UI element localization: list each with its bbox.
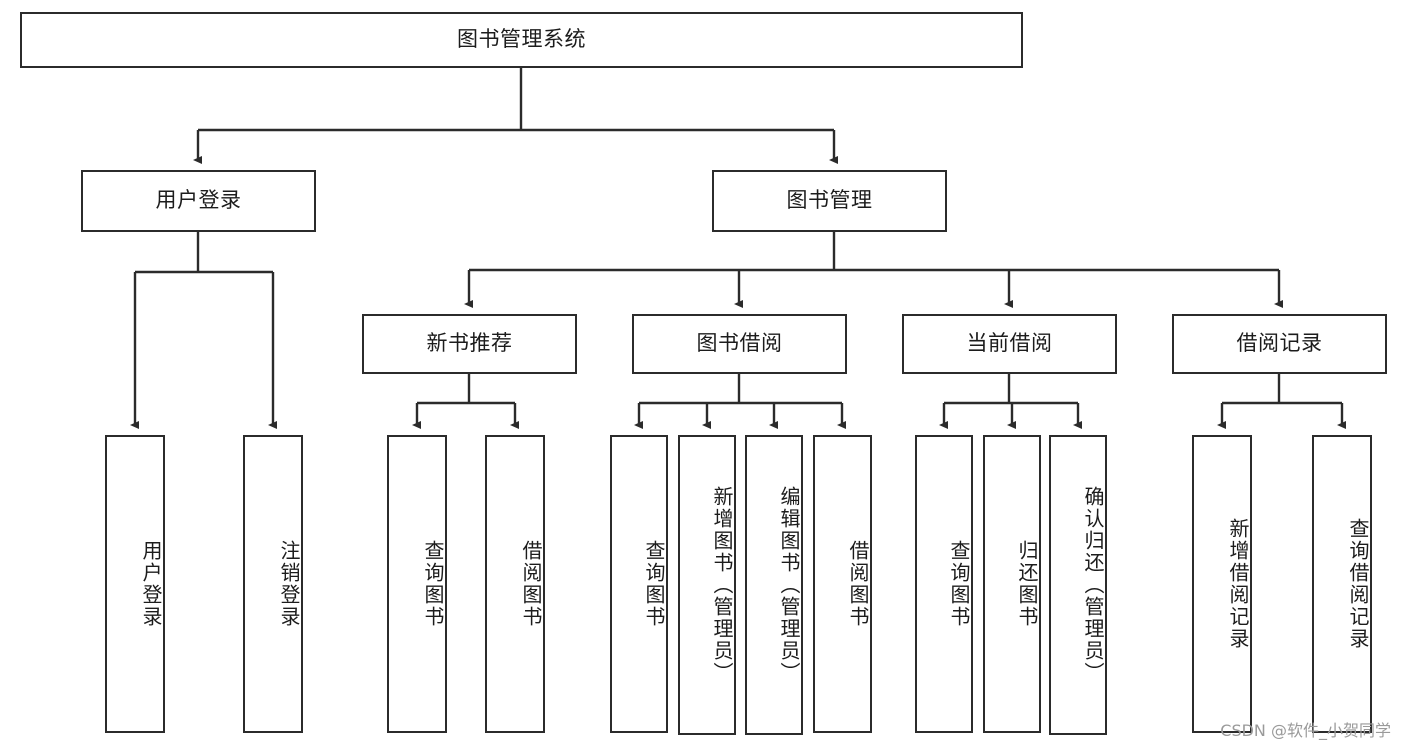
node-book-borrow-label: 图书借阅 — [696, 331, 783, 356]
leaf-query-borrow-record-label: 查询借阅记录 — [1346, 518, 1370, 650]
leaf-borrow-book-new-label: 借阅图书 — [519, 540, 543, 628]
leaf-lend-book-label: 借阅图书 — [846, 540, 870, 628]
watermark: CSDN @软件_小贺同学 — [1220, 721, 1391, 740]
leaf-query-book-new-label: 查询图书 — [421, 540, 445, 628]
leaf-lend-book[interactable]: 借阅图书 — [813, 435, 872, 733]
node-new-book-recommend[interactable]: 新书推荐 — [362, 314, 577, 374]
leaf-return-book[interactable]: 归还图书 — [983, 435, 1041, 733]
leaf-query-book-borrow[interactable]: 查询图书 — [610, 435, 668, 733]
leaf-add-borrow-record[interactable]: 新增借阅记录 — [1192, 435, 1252, 733]
node-borrow-records[interactable]: 借阅记录 — [1172, 314, 1387, 374]
node-book-management[interactable]: 图书管理 — [712, 170, 947, 232]
leaf-borrow-book-new[interactable]: 借阅图书 — [485, 435, 545, 733]
leaf-query-book-borrow-label: 查询图书 — [642, 540, 666, 628]
leaf-return-book-label: 归还图书 — [1015, 540, 1039, 628]
node-current-borrow[interactable]: 当前借阅 — [902, 314, 1117, 374]
node-current-borrow-label: 当前借阅 — [966, 331, 1053, 356]
leaf-logout[interactable]: 注销登录 — [243, 435, 303, 733]
node-user-login[interactable]: 用户登录 — [81, 170, 316, 232]
node-book-management-label: 图书管理 — [786, 188, 873, 213]
leaf-logout-label: 注销登录 — [277, 540, 301, 628]
leaf-confirm-return-admin[interactable]: 确认归还（管理员） — [1049, 435, 1107, 735]
leaf-query-book-current-label: 查询图书 — [947, 540, 971, 628]
leaf-confirm-return-admin-label: 确认归还（管理员） — [1081, 486, 1105, 684]
node-root-label: 图书管理系统 — [457, 27, 586, 52]
leaf-user-login[interactable]: 用户登录 — [105, 435, 165, 733]
leaf-query-book-new[interactable]: 查询图书 — [387, 435, 447, 733]
node-new-book-recommend-label: 新书推荐 — [426, 331, 513, 356]
leaf-user-login-label: 用户登录 — [139, 540, 163, 628]
node-book-borrow[interactable]: 图书借阅 — [632, 314, 847, 374]
node-root[interactable]: 图书管理系统 — [20, 12, 1023, 68]
leaf-edit-book-admin-label: 编辑图书（管理员） — [777, 486, 801, 684]
leaf-add-book-admin-label: 新增图书（管理员） — [710, 486, 734, 684]
leaf-edit-book-admin[interactable]: 编辑图书（管理员） — [745, 435, 803, 735]
leaf-add-book-admin[interactable]: 新增图书（管理员） — [678, 435, 736, 735]
leaf-query-borrow-record[interactable]: 查询借阅记录 — [1312, 435, 1372, 733]
leaf-add-borrow-record-label: 新增借阅记录 — [1226, 518, 1250, 650]
node-borrow-records-label: 借阅记录 — [1236, 331, 1323, 356]
leaf-query-book-current[interactable]: 查询图书 — [915, 435, 973, 733]
node-user-login-label: 用户登录 — [155, 188, 242, 213]
